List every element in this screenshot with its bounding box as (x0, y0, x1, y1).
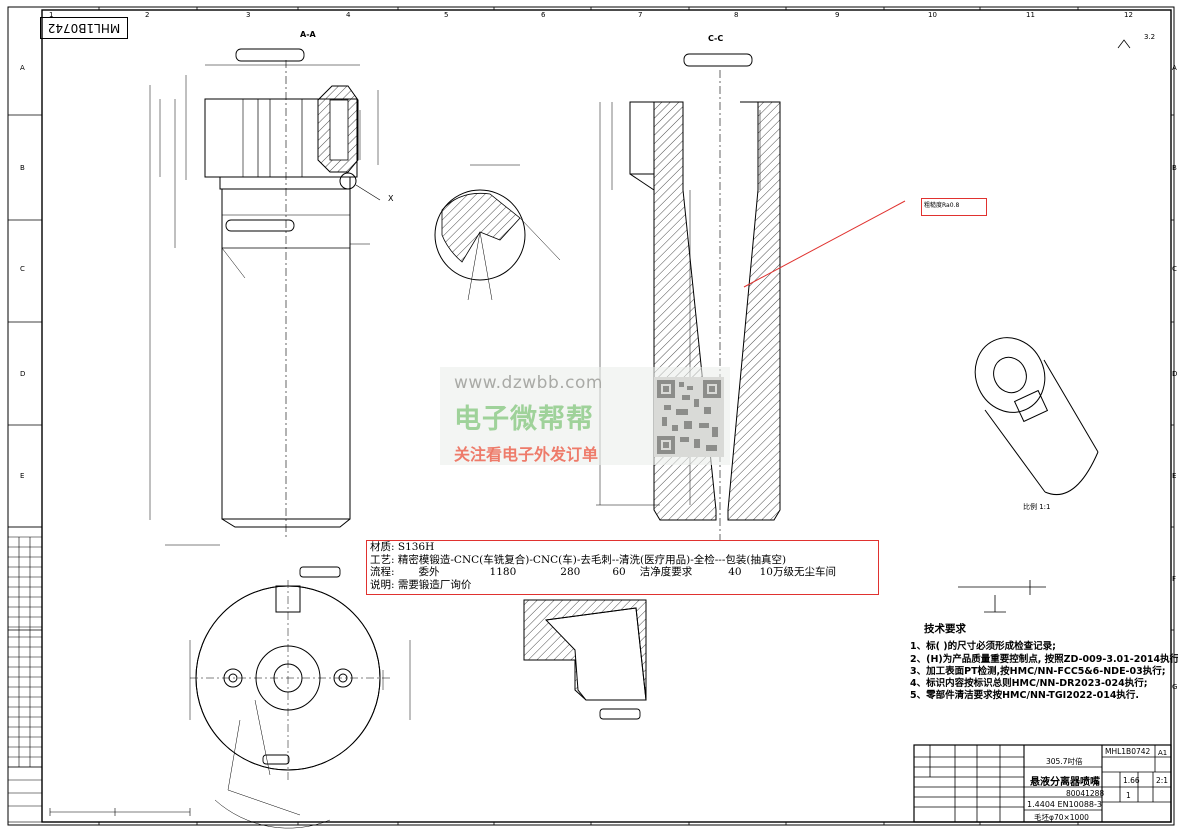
title-block (913, 744, 1172, 823)
tech-item: 2、(H)为产品质量重要控制点, 按照ZD-009-3.01-2014执行; (910, 653, 1178, 665)
side-view (149, 60, 381, 546)
note-line: 说明: 需要锻造厂询价 (370, 578, 472, 591)
grid-row-a-right: A (1172, 64, 1177, 72)
drawing-number-stamp: MHL1B0742 (40, 17, 128, 39)
grid-row-b-right: B (1172, 164, 1177, 172)
technical-requirements: 技术要求 1、标( )的尺寸必须形成检查记录; 2、(H)为产品质量重要控制点,… (910, 623, 1178, 703)
roughness-symbol: 3.2 (1144, 33, 1156, 41)
grid-col-4: 4 (346, 11, 351, 19)
grid-col-9: 9 (835, 11, 840, 19)
tb-scale: 2:1 (1156, 776, 1169, 785)
tb-code: 80041288 (1066, 789, 1105, 798)
process-notes: 材质: S136H 工艺: 精密模锻造-CNC(车铣复合)-CNC(车)-去毛刺… (366, 540, 879, 595)
tb-material: 1.4404 EN10088-3 (1027, 800, 1102, 809)
roughness-callout: 粗糙度Ra0.8 (921, 198, 987, 216)
material-line: 材质: S136H (370, 541, 435, 553)
grid-row-c: C (20, 265, 25, 273)
view-x-label: X (388, 194, 394, 203)
grid-col-12: 12 (1124, 11, 1133, 19)
flow-item: 280 (560, 566, 581, 578)
flow-item: 洁净度要求 (639, 566, 693, 578)
flow-item: 委外 (418, 566, 440, 578)
tolerance-tables (7, 526, 43, 823)
grid-col-2: 2 (145, 11, 150, 19)
flow-line: 流程: 委外 1180 280 60 洁净度要求 40 10万级无尘车间 (370, 566, 878, 579)
grid-row-b: B (20, 164, 25, 172)
grid-col-6: 6 (541, 11, 546, 19)
tb-part-name: 悬液分离器喷嘴 (1030, 777, 1100, 788)
grid-col-5: 5 (444, 11, 449, 19)
tb-project: 305.7吋倍 (1046, 757, 1083, 766)
tb-sheet-code: A1 (1158, 749, 1168, 757)
tb-blank: 毛坯φ70×1000 (1034, 813, 1089, 822)
grid-row-c-right: C (1172, 265, 1177, 273)
isometric-view (974, 337, 1099, 496)
tb-sheet: 1 (1126, 791, 1131, 800)
flow-item: 60 (612, 566, 626, 578)
tech-item: 5、零部件清洁要求按HMC/NN-TGI2022-014执行. (910, 690, 1140, 702)
grid-col-1: 1 (49, 11, 54, 19)
grid-col-3: 3 (246, 11, 251, 19)
grid-row-d-right: D (1172, 370, 1178, 378)
process-line: 工艺: 精密模锻造-CNC(车铣复合)-CNC(车)-去毛刺--清洗(医疗用品)… (370, 553, 787, 566)
tech-item: 4、标识内容按标识总则HMC/NN-DR2023-024执行; (910, 678, 1148, 690)
section-aa-label: A-A (300, 30, 316, 39)
grid-col-11: 11 (1026, 11, 1035, 19)
flow-item: 40 (728, 566, 742, 578)
grid-row-a: A (20, 64, 25, 72)
grid-row-g-right: G (1172, 683, 1178, 691)
iso-scale-label: 比例 1:1 (1023, 503, 1051, 511)
detail-x (434, 164, 561, 301)
flow-item: 1180 (489, 566, 517, 578)
section-cc-label: C-C (708, 34, 724, 43)
grid-col-7: 7 (638, 11, 643, 19)
tb-weight: 1.66 (1123, 776, 1140, 785)
grid-row-d: D (20, 370, 26, 378)
section-cc (596, 70, 781, 540)
watermark-name: 电子微帮帮 (454, 404, 594, 435)
tech-item: 1、标( )的尺寸必须形成检查记录; (910, 641, 1056, 653)
grid-row-e-right: E (1172, 472, 1177, 480)
watermark: www.dzwbb.com 电子微帮帮 关注看电子外发订单 (440, 367, 730, 465)
grid-col-10: 10 (928, 11, 937, 19)
flow-item: 10万级无尘车间 (759, 566, 836, 578)
watermark-slogan: 关注看电子外发订单 (454, 445, 599, 464)
grid-row-e: E (20, 472, 25, 480)
tb-drawing-number: MHL1B0742 (1105, 747, 1151, 756)
flange-view (189, 580, 411, 829)
flow-label: 流程: (370, 566, 395, 578)
qr-code-icon (654, 377, 724, 457)
detail-bottom (523, 599, 647, 701)
tech-title: 技术要求 (924, 623, 966, 635)
watermark-url: www.dzwbb.com (454, 373, 603, 393)
tech-item: 3、加工表面PT检测,按HMC/NN-FCC5&6-NDE-03执行; (910, 665, 1166, 677)
grid-row-f-right: F (1172, 575, 1177, 583)
grid-col-8: 8 (734, 11, 739, 19)
callout-leader (743, 200, 906, 288)
